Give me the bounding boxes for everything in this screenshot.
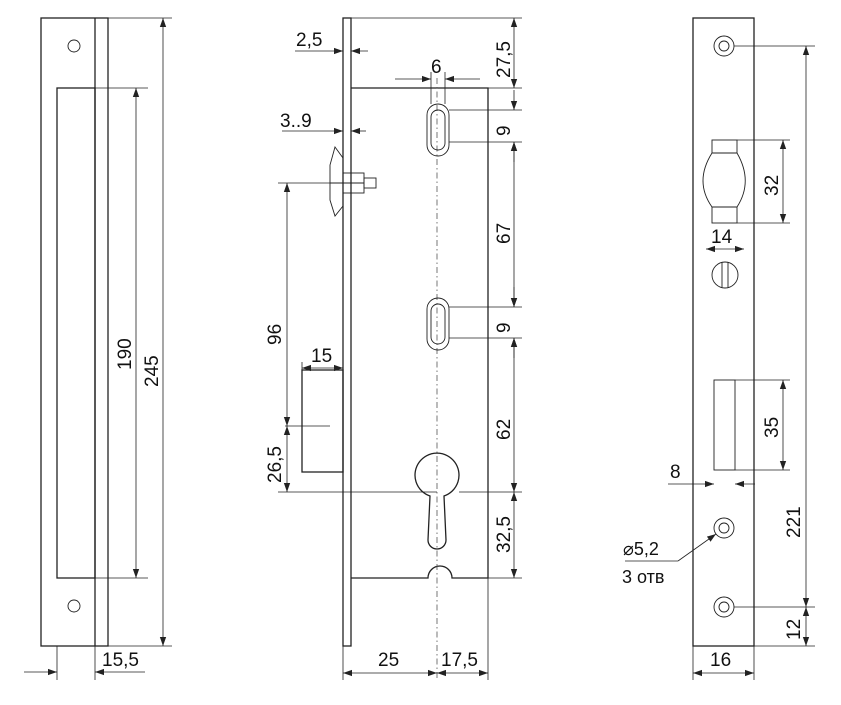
adjusting-screw: [711, 261, 739, 289]
lock-case: [351, 87, 489, 579]
dim-strike-latch-height: 32: [762, 175, 783, 196]
dim-bolt-offset: 26,5: [265, 446, 286, 483]
dim-slot-width: 6: [431, 57, 442, 78]
lock-body-view: 2,5 3..9 6 27,5 9 67 9 62 32,5: [265, 17, 522, 680]
strike-hole-bottom: [713, 596, 735, 618]
dim-slot-height-bottom: 9: [494, 322, 515, 333]
dim-strike-width: 16: [710, 650, 731, 671]
side-view: 190 245 15,5: [24, 17, 172, 680]
cylinder-cutout: [414, 452, 460, 550]
dim-slot-length: 190: [115, 338, 136, 370]
lock-faceplate: [342, 17, 352, 647]
dim-strike-latch-width: 14: [711, 227, 733, 248]
dim-bolt-width: 15: [311, 346, 332, 367]
dim-slot-spacing: 67: [494, 223, 515, 244]
dim-strike-bolt-width: 8: [670, 462, 681, 483]
dim-plate-thickness: 2,5: [296, 30, 322, 51]
dim-top-offset: 27,5: [494, 41, 515, 78]
strike-latch-opening: [702, 139, 746, 224]
note-hole-diameter: ⌀5,2: [623, 539, 659, 559]
mounting-slot-top: [426, 103, 450, 157]
strike-hole-top: [713, 35, 735, 57]
dim-latch-to-cylinder: 96: [265, 324, 286, 345]
strike-plate: [692, 17, 755, 647]
note-hole-count: 3 отв: [622, 567, 664, 587]
side-view-body-slot: [56, 87, 96, 579]
dim-hole-spacing: 221: [784, 506, 805, 538]
dim-strike-bolt-height: 35: [762, 417, 783, 438]
side-view-top-hole: [67, 39, 81, 53]
dim-total-length: 245: [142, 355, 163, 387]
mounting-slot-bottom: [426, 297, 450, 351]
dim-latch-projection: 3..9: [280, 111, 312, 132]
dim-slot-height-top: 9: [494, 125, 515, 136]
side-view-faceplate: [40, 17, 109, 647]
dim-hole-bottom-offset: 12: [784, 619, 805, 640]
dim-backset: 25: [378, 650, 399, 671]
strike-plate-view: 32 14 35 8 221 12 16 ⌀5,2 3 отв: [622, 17, 815, 680]
dim-side-width: 15,5: [102, 650, 139, 671]
dim-front-offset: 17,5: [441, 650, 478, 671]
side-view-bottom-hole: [67, 599, 81, 613]
dim-cylinder-to-bottom: 32,5: [494, 516, 515, 553]
latch-bolt: [329, 145, 377, 217]
dead-bolt: [301, 369, 344, 473]
strike-bolt-opening: [713, 379, 736, 471]
dim-slot-to-cylinder: 62: [494, 419, 515, 440]
strike-hole-middle: [713, 517, 735, 539]
